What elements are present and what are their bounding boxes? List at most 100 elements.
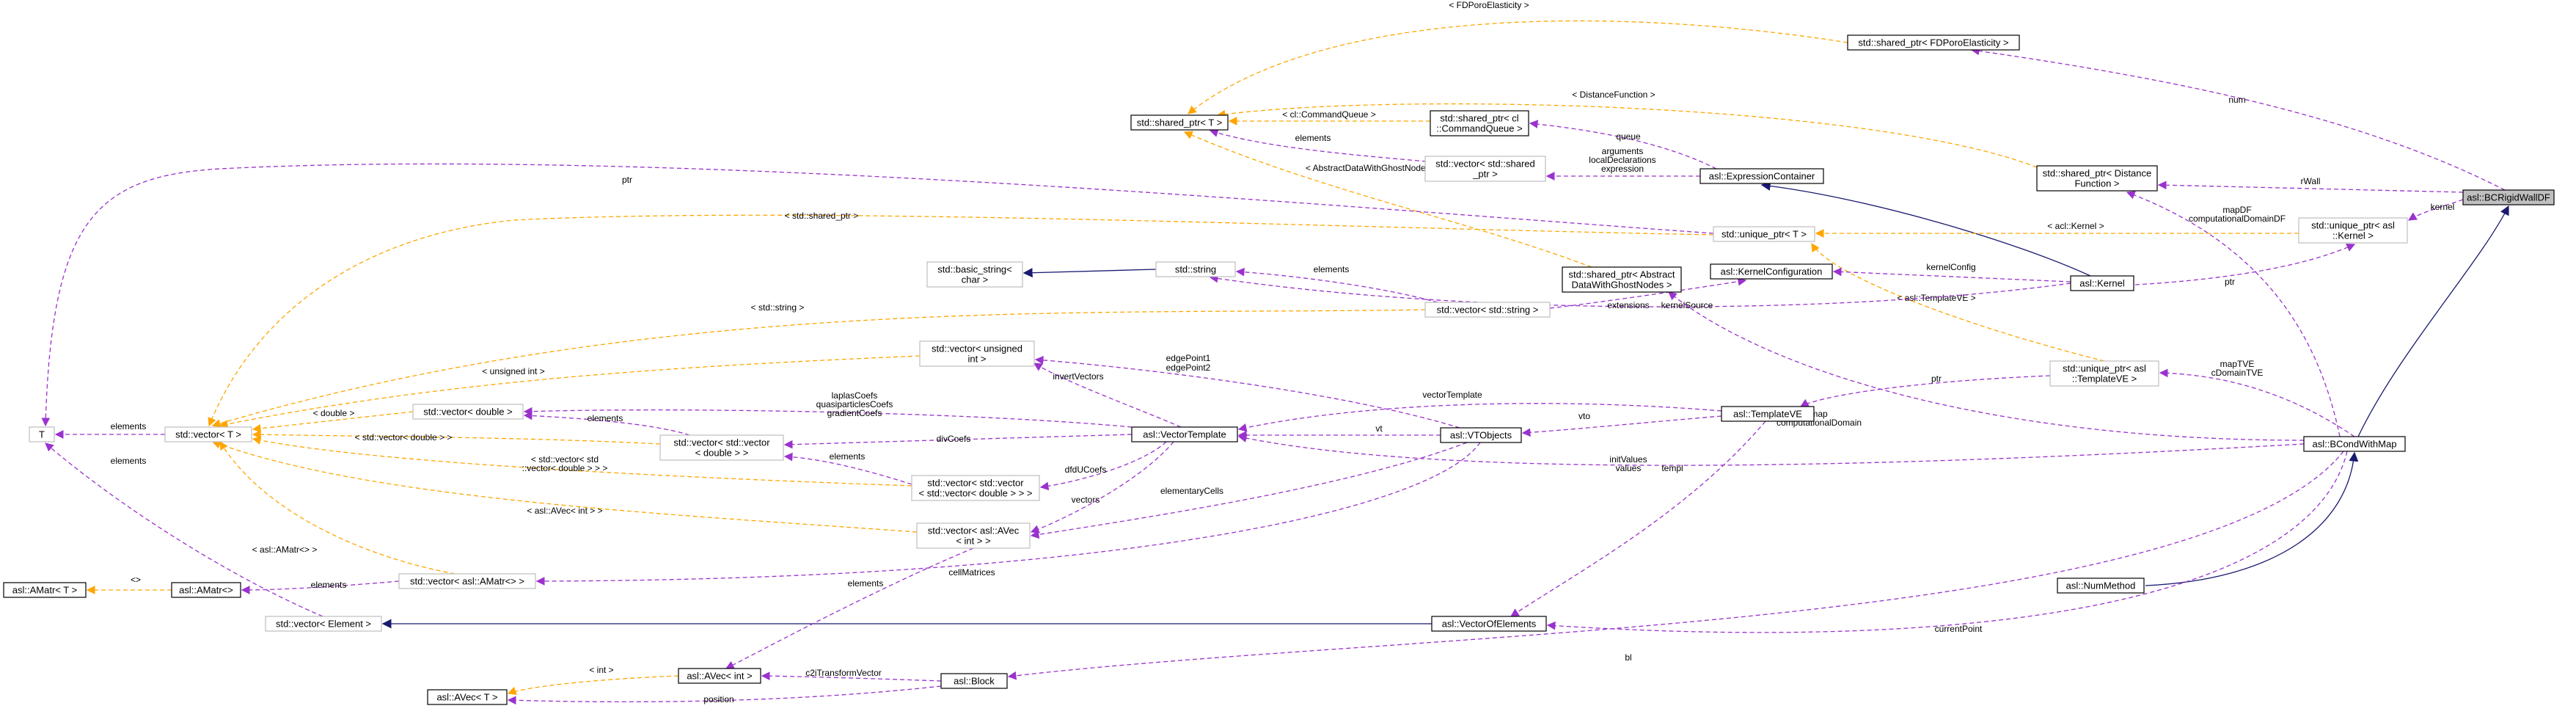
node-label: std::shared_ptr< Distance bbox=[2043, 168, 2152, 179]
edge-label: < acl::Kernel > bbox=[2047, 221, 2104, 231]
edge-label: dfdUCoefs bbox=[1065, 465, 1107, 475]
class-node-exprcontainer[interactable]: asl::ExpressionContainer bbox=[1699, 168, 1824, 184]
class-node-amatr[interactable]: asl::AMatr<> bbox=[171, 582, 241, 598]
class-node-T[interactable]: T bbox=[29, 426, 55, 442]
edge-line bbox=[1033, 363, 1182, 428]
edge-label: vectors bbox=[1072, 495, 1100, 505]
node-label: std::vector< asl::AMatr<> > bbox=[410, 576, 524, 587]
class-node-vtobjects[interactable]: asl::VTObjects bbox=[1440, 427, 1522, 443]
edge-label: kernelConfig bbox=[1926, 262, 1975, 272]
edge-e-vect-vecdouble: < double > bbox=[252, 408, 414, 433]
node-box bbox=[1131, 426, 1238, 442]
edge-label: elementaryCells bbox=[1160, 486, 1223, 496]
nodes-layer: asl::BCRigidWallDF std::shared_ptr< FDPor… bbox=[3, 34, 2555, 705]
class-node-vectorofelements[interactable]: asl::VectorOfElements bbox=[1431, 616, 1547, 632]
class-node-vec-vec-double[interactable]: std::vector< std::vector< double > > bbox=[659, 434, 784, 461]
node-box bbox=[1847, 34, 2020, 51]
class-node-shared-abstract[interactable]: std::shared_ptr< AbstractDataWithGhostNo… bbox=[1562, 266, 1682, 293]
node-label: std::unique_ptr< asl bbox=[2063, 363, 2146, 374]
edge-line bbox=[1039, 441, 1167, 491]
node-label: std::unique_ptr< T > bbox=[1721, 229, 1807, 240]
edge-e-t-abstract: < AbstractDataWithGhostNodes > bbox=[1183, 131, 1592, 268]
node-label: std::shared_ptr< T > bbox=[1137, 117, 1223, 128]
edge-e-numethod-bcondmap bbox=[2145, 451, 2359, 586]
class-node-std-string[interactable]: std::string bbox=[1155, 261, 1236, 277]
edge-label: < AbstractDataWithGhostNodes > bbox=[1306, 163, 1438, 173]
class-node-numethod[interactable]: asl::NumMethod bbox=[2057, 578, 2145, 594]
class-node-vectortemplate[interactable]: asl::VectorTemplate bbox=[1131, 426, 1238, 442]
class-node-kernelconfig[interactable]: asl::KernelConfiguration bbox=[1710, 263, 1833, 280]
edge-line bbox=[1188, 20, 1848, 114]
edge-label: elements bbox=[588, 413, 623, 423]
edge-label: templ bbox=[1661, 463, 1683, 473]
edge-label: elements bbox=[848, 578, 884, 589]
class-node-vec-double[interactable]: std::vector< double > bbox=[412, 404, 524, 420]
class-node-avec-t[interactable]: asl::AVec< T > bbox=[427, 689, 508, 705]
class-node-basic-string[interactable]: std::basic_string<char > bbox=[926, 261, 1023, 288]
node-label: ::TemplateVE > bbox=[2072, 374, 2137, 385]
edge-e-distfun-bc: rWall bbox=[2157, 176, 2464, 193]
edge-line bbox=[241, 580, 400, 594]
node-label: std::vector< std::string > bbox=[1437, 305, 1539, 316]
edge-label: expression bbox=[1601, 164, 1644, 174]
class-node-block[interactable]: asl::Block bbox=[940, 673, 1008, 689]
edge-e-vtobjects-templve: vto bbox=[1521, 411, 1722, 437]
edge-label: elements bbox=[311, 580, 347, 590]
class-node-templateve[interactable]: asl::TemplateVE bbox=[1721, 406, 1815, 422]
edge-label: < std::shared_ptr > bbox=[785, 211, 859, 221]
edge-label: queue bbox=[1616, 131, 1641, 142]
class-node-shared-t[interactable]: std::shared_ptr< T > bbox=[1130, 114, 1229, 131]
edge-label: computationalDomainDF bbox=[2189, 214, 2286, 224]
edge-e-vect-vecstring: < std::string > bbox=[211, 302, 1426, 428]
class-node-bcrigidwalldf[interactable]: asl::BCRigidWallDF bbox=[2462, 189, 2555, 205]
class-node-shared-cmdq[interactable]: std::shared_ptr< cl::CommandQueue > bbox=[1430, 110, 1529, 136]
class-node-vec-t[interactable]: std::vector< T > bbox=[164, 426, 252, 442]
edge-e-vect-vecunsigned: < unsigned int > bbox=[219, 355, 921, 429]
node-label: std::shared_ptr< FDPoroElasticity > bbox=[1858, 37, 2008, 48]
class-node-vec-element[interactable]: std::vector< Element > bbox=[265, 616, 382, 632]
edges-layer: num< FDPoroElasticity >< DistanceFunctio… bbox=[41, 0, 2509, 705]
node-box bbox=[427, 689, 508, 705]
node-box bbox=[398, 573, 536, 589]
class-node-amatr-t[interactable]: asl::AMatr< T > bbox=[3, 582, 87, 598]
class-node-bcondwithmap[interactable]: asl::BCondWithMap bbox=[2303, 436, 2406, 452]
class-node-avec-int[interactable]: asl::AVec< int > bbox=[678, 668, 761, 684]
edge-label: invertVectors bbox=[1053, 371, 1103, 382]
class-node-unique-templateve[interactable]: std::unique_ptr< asl::TemplateVE > bbox=[2049, 360, 2159, 387]
class-node-shared-fdporo[interactable]: std::shared_ptr< FDPoroElasticity > bbox=[1847, 34, 2020, 51]
class-node-unique-kernel[interactable]: std::unique_ptr< asl::Kernel > bbox=[2298, 217, 2408, 244]
class-node-vec-shared[interactable]: std::vector< std::shared_ptr > bbox=[1424, 156, 1546, 182]
class-node-vec-vec-vec[interactable]: std::vector< std::vector< std::vector< d… bbox=[911, 475, 1040, 501]
class-node-vec-avec[interactable]: std::vector< asl::AVec< int > > bbox=[916, 522, 1031, 549]
edge-e-amatr-vecamatr: elements bbox=[241, 580, 400, 594]
edge-label: edgePoint1 bbox=[1166, 353, 1211, 363]
edge-line bbox=[1209, 274, 2071, 307]
edge-e-vecvecvec-vtemplate: dfdUCoefs bbox=[1039, 441, 1167, 491]
node-label: < double > > bbox=[695, 448, 749, 459]
edge-e-cmdq-expr: queue bbox=[1529, 120, 1717, 170]
edge-label: ptr bbox=[1931, 374, 1942, 384]
node-label: std::vector< unsigned bbox=[932, 343, 1022, 354]
edge-line bbox=[1549, 277, 1747, 309]
class-node-unique-t[interactable]: std::unique_ptr< T > bbox=[1713, 226, 1815, 242]
node-label: std::vector< std::shared bbox=[1435, 159, 1534, 170]
edge-line bbox=[535, 442, 1481, 586]
edge-e-block-bcondmap: bl bbox=[1007, 451, 2344, 680]
node-label: asl::VTObjects bbox=[1450, 430, 1512, 441]
node-label: std::vector< T > bbox=[175, 429, 241, 440]
node-box bbox=[1424, 302, 1551, 318]
edge-line bbox=[1760, 181, 2091, 277]
node-label: < std::vector< double > > > bbox=[918, 488, 1032, 499]
node-box bbox=[659, 434, 784, 461]
edge-label: vto bbox=[1578, 411, 1590, 421]
class-node-vec-string[interactable]: std::vector< std::string > bbox=[1424, 302, 1551, 318]
class-node-vec-amatr[interactable]: std::vector< asl::AMatr<> > bbox=[398, 573, 536, 589]
node-label: asl::VectorTemplate bbox=[1143, 429, 1226, 440]
class-node-kernel[interactable]: asl::Kernel bbox=[2070, 275, 2134, 291]
edge-line bbox=[1668, 291, 2305, 441]
node-box bbox=[1710, 263, 1833, 280]
class-node-shared-distfun[interactable]: std::shared_ptr< DistanceFunction > bbox=[2036, 165, 2158, 192]
